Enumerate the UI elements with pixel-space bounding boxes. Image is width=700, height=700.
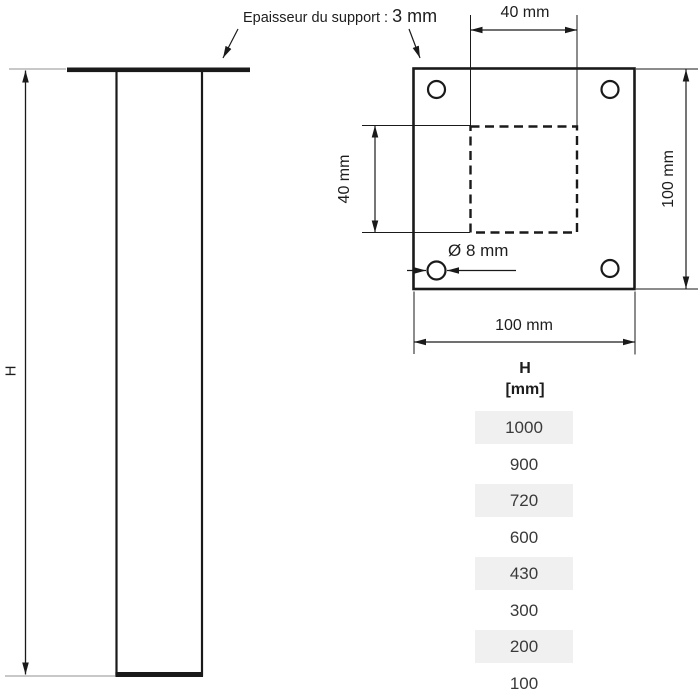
height-table: 1000 900 720 600 430 300 200 100 — [475, 411, 573, 700]
table-row: 300 — [509, 600, 539, 620]
table-header-h: H — [519, 360, 531, 377]
dimension-left-40 — [362, 125, 470, 233]
thickness-callout-leaders — [222, 28, 421, 59]
table-row: 720 — [475, 484, 573, 517]
dimension-right-100 — [636, 68, 698, 290]
hole-bottom-left — [426, 260, 447, 281]
table-row: 100 — [509, 673, 539, 693]
dim-label-left-40: 40 mm — [336, 154, 353, 204]
table-row: 1000 — [475, 411, 573, 444]
plate-outline — [412, 67, 636, 291]
dim-label-right-100: 100 mm — [660, 150, 677, 208]
dim-label-bottom-100: 100 mm — [495, 317, 553, 334]
dimension-bottom-100 — [413, 291, 636, 355]
table-row: 430 — [475, 557, 573, 590]
hole-top-left — [426, 79, 447, 100]
table-row: 200 — [475, 630, 573, 663]
table-header: H [mm] — [473, 358, 577, 400]
thickness-callout-value: 3 mm — [392, 6, 438, 26]
leg-height-label: H — [2, 365, 20, 377]
thickness-callout-label: Epaisseur du support : — [243, 10, 389, 26]
height-dimension — [5, 68, 115, 677]
table-row: 900 — [509, 454, 539, 474]
hole-bottom-right — [600, 258, 620, 279]
hole-diameter-label: Ø 8 mm — [448, 241, 509, 260]
leader-line-left — [222, 28, 239, 59]
dimension-top-40 — [470, 15, 578, 126]
table-header-unit: [mm] — [505, 381, 545, 398]
leg-bottom-cap — [115, 672, 203, 677]
plate-top-view — [412, 67, 636, 291]
leader-line-right — [408, 28, 421, 59]
hole-top-right — [600, 79, 620, 100]
leg-side-view — [67, 67, 250, 677]
dim-label-top-40: 40 mm — [500, 4, 550, 21]
table-row: 600 — [509, 527, 539, 547]
thickness-callout: Epaisseur du support :3 mm — [243, 6, 437, 27]
leg-section-dashed — [469, 125, 579, 234]
mounting-plate-side — [67, 67, 250, 73]
